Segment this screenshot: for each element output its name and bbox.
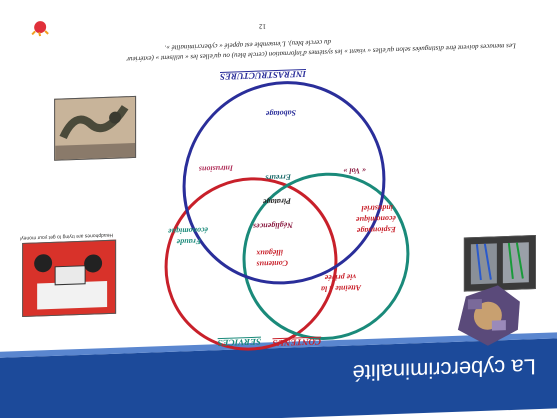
photo-robot-illustration bbox=[450, 279, 528, 352]
contenus-label: CONTENUS bbox=[272, 336, 321, 349]
erreurs-text: Erreurs bbox=[265, 172, 291, 183]
vol-text: « Vol » bbox=[343, 165, 366, 176]
negligences-text: Négligences bbox=[253, 220, 293, 231]
sabotage-text: Sabotage bbox=[265, 108, 296, 119]
atteinte-text-1: Atteinte à la bbox=[320, 283, 361, 294]
photo-dragon-statue bbox=[54, 95, 137, 161]
espionnage-text-3: industriel bbox=[361, 202, 393, 214]
intrusions-text: Intrusions bbox=[198, 163, 234, 174]
atteinte-text-2: vie privée bbox=[324, 272, 356, 283]
page-number: 12 bbox=[259, 22, 267, 31]
photo-cables bbox=[463, 235, 536, 292]
photo-headphones bbox=[22, 239, 117, 317]
contenus-circle bbox=[164, 177, 338, 351]
espionnage-text-2: économique bbox=[355, 213, 396, 225]
logo-badge-icon bbox=[29, 18, 51, 37]
contenus-illegaux-text-1: Contenus bbox=[256, 258, 288, 269]
espionnage-text-1: Espionnage bbox=[356, 224, 396, 236]
services-circle bbox=[242, 172, 410, 340]
piratage-text: Piratage bbox=[263, 196, 291, 207]
fraude-text-2: économique bbox=[168, 225, 209, 236]
contenus-illegaux-text-2: illégaux bbox=[256, 247, 283, 258]
infrastructures-circle bbox=[182, 81, 386, 285]
fraude-text-1: Fraude bbox=[176, 236, 202, 247]
services-label: SERVICES bbox=[217, 336, 262, 349]
